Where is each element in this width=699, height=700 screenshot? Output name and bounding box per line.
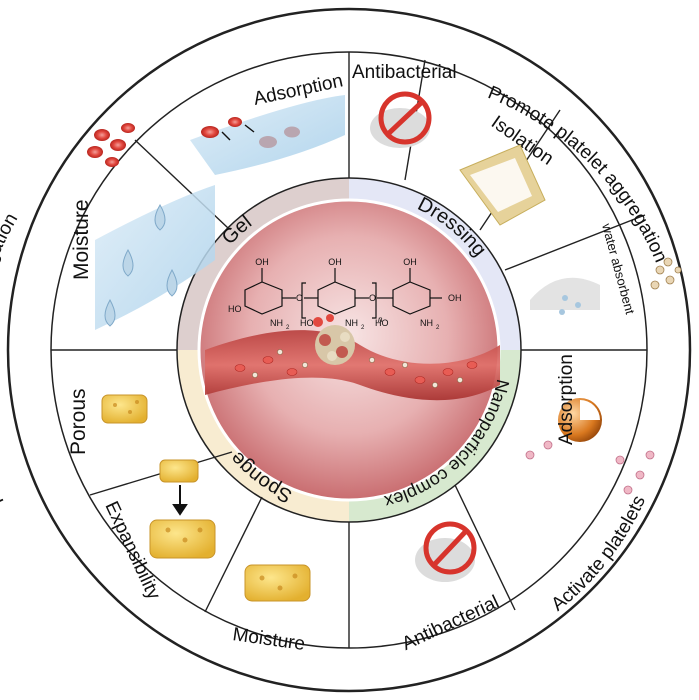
clot-icon (313, 314, 355, 365)
absorbent-icon (530, 277, 600, 315)
arrow-icon (172, 485, 188, 516)
prohibit-icon (370, 91, 432, 148)
platelet-icon (525, 440, 655, 495)
gel-sheet-icon (190, 95, 345, 175)
nh2-sub: 2 (361, 325, 365, 331)
blood-vessel (205, 330, 500, 401)
dressing-antibacterial-label: Antibacterial (352, 62, 457, 83)
red-blood-cell-icon (87, 123, 135, 167)
sponge-porous-label: Porous (67, 388, 90, 455)
ho-label: HO (300, 318, 314, 328)
droplet-icon (104, 204, 178, 327)
nh2-label: NH (270, 318, 283, 328)
oh-label: OH (328, 257, 342, 267)
o-label: O (296, 293, 303, 303)
oh-label: OH (403, 257, 417, 267)
platelet-icon (650, 257, 682, 290)
arrow-icon (221, 124, 255, 141)
gel-moisture-label: Moisture (70, 199, 93, 280)
nh2-sub: 2 (436, 325, 440, 331)
nh2-label: NH (345, 318, 358, 328)
nano-adsorption-label: Adsorption (556, 354, 577, 445)
ho-label: HO (228, 304, 242, 314)
prohibit-icon (415, 521, 477, 582)
o-label: O (369, 293, 376, 303)
nanoparticle-icon (558, 398, 602, 442)
gauze-icon (459, 144, 546, 226)
oh-label: OH (448, 293, 462, 303)
red-blood-cell-icon (201, 117, 300, 148)
gel-moisture-sheet-icon (95, 185, 215, 330)
ho-label: HO (375, 318, 389, 328)
nh2-sub: 2 (286, 325, 290, 331)
oh-label: OH (255, 257, 269, 267)
nh2-label: NH (420, 318, 433, 328)
chitosan-structure (244, 268, 442, 319)
repeat-n-label: n (378, 315, 383, 324)
